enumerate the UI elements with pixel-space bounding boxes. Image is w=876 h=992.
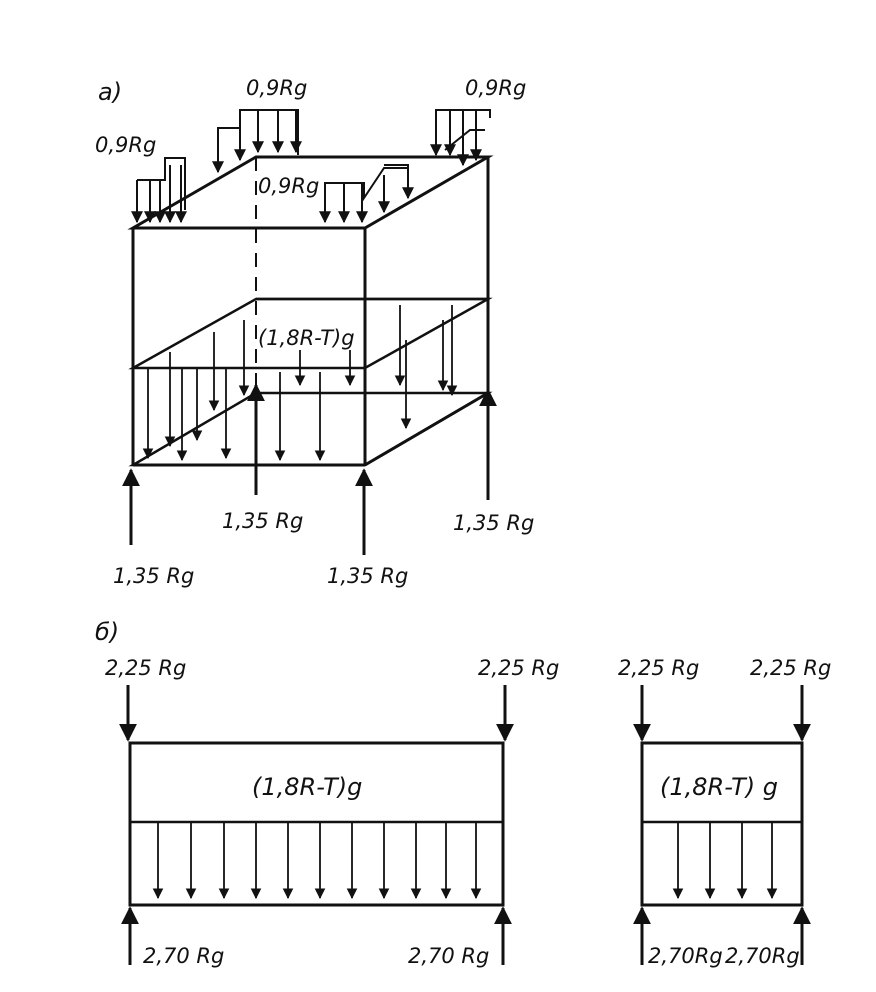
middle-load-arrows	[142, 305, 458, 462]
top-load-label-3: 0,9Rg	[95, 133, 156, 157]
short-beam	[633, 685, 811, 965]
short-beam-top-right-label: 2,25 Rg	[750, 656, 831, 680]
long-beam-bottom-right-label: 2,70 Rg	[408, 944, 489, 968]
panel-a-label: а)	[98, 78, 122, 106]
short-beam-top-left-label: 2,25 Rg	[618, 656, 699, 680]
support-label-back-right: 1,35 Rg	[453, 511, 534, 535]
long-beam-top-left-label: 2,25 Rg	[105, 656, 186, 680]
panel-a	[122, 109, 497, 555]
long-beam-top-right-label: 2,25 Rg	[478, 656, 559, 680]
long-beam-bottom-left-label: 2,70 Rg	[143, 944, 224, 968]
support-label-front-right: 1,35 Rg	[327, 564, 408, 588]
top-load-label-4: 0,9Rg	[258, 174, 319, 198]
top-load-label-2: 0,9Rg	[465, 76, 526, 100]
support-label-front-left: 1,35 Rg	[113, 564, 194, 588]
long-beam	[119, 685, 514, 965]
long-beam-load-label: (1,8R-T)g	[252, 773, 362, 801]
bottom-slab	[128, 391, 493, 467]
middle-load-label: (1,8R-T)g	[258, 326, 355, 350]
top-load-label-1: 0,9Rg	[246, 76, 307, 100]
support-label-back-left: 1,35 Rg	[222, 509, 303, 533]
panel-b-label: б)	[95, 618, 119, 646]
short-beam-bottom-right-label: 2,70Rg	[725, 944, 800, 968]
short-beam-bottom-left-label: 2,70Rg	[648, 944, 723, 968]
short-beam-load-label: (1,8R-T) g	[660, 773, 778, 801]
